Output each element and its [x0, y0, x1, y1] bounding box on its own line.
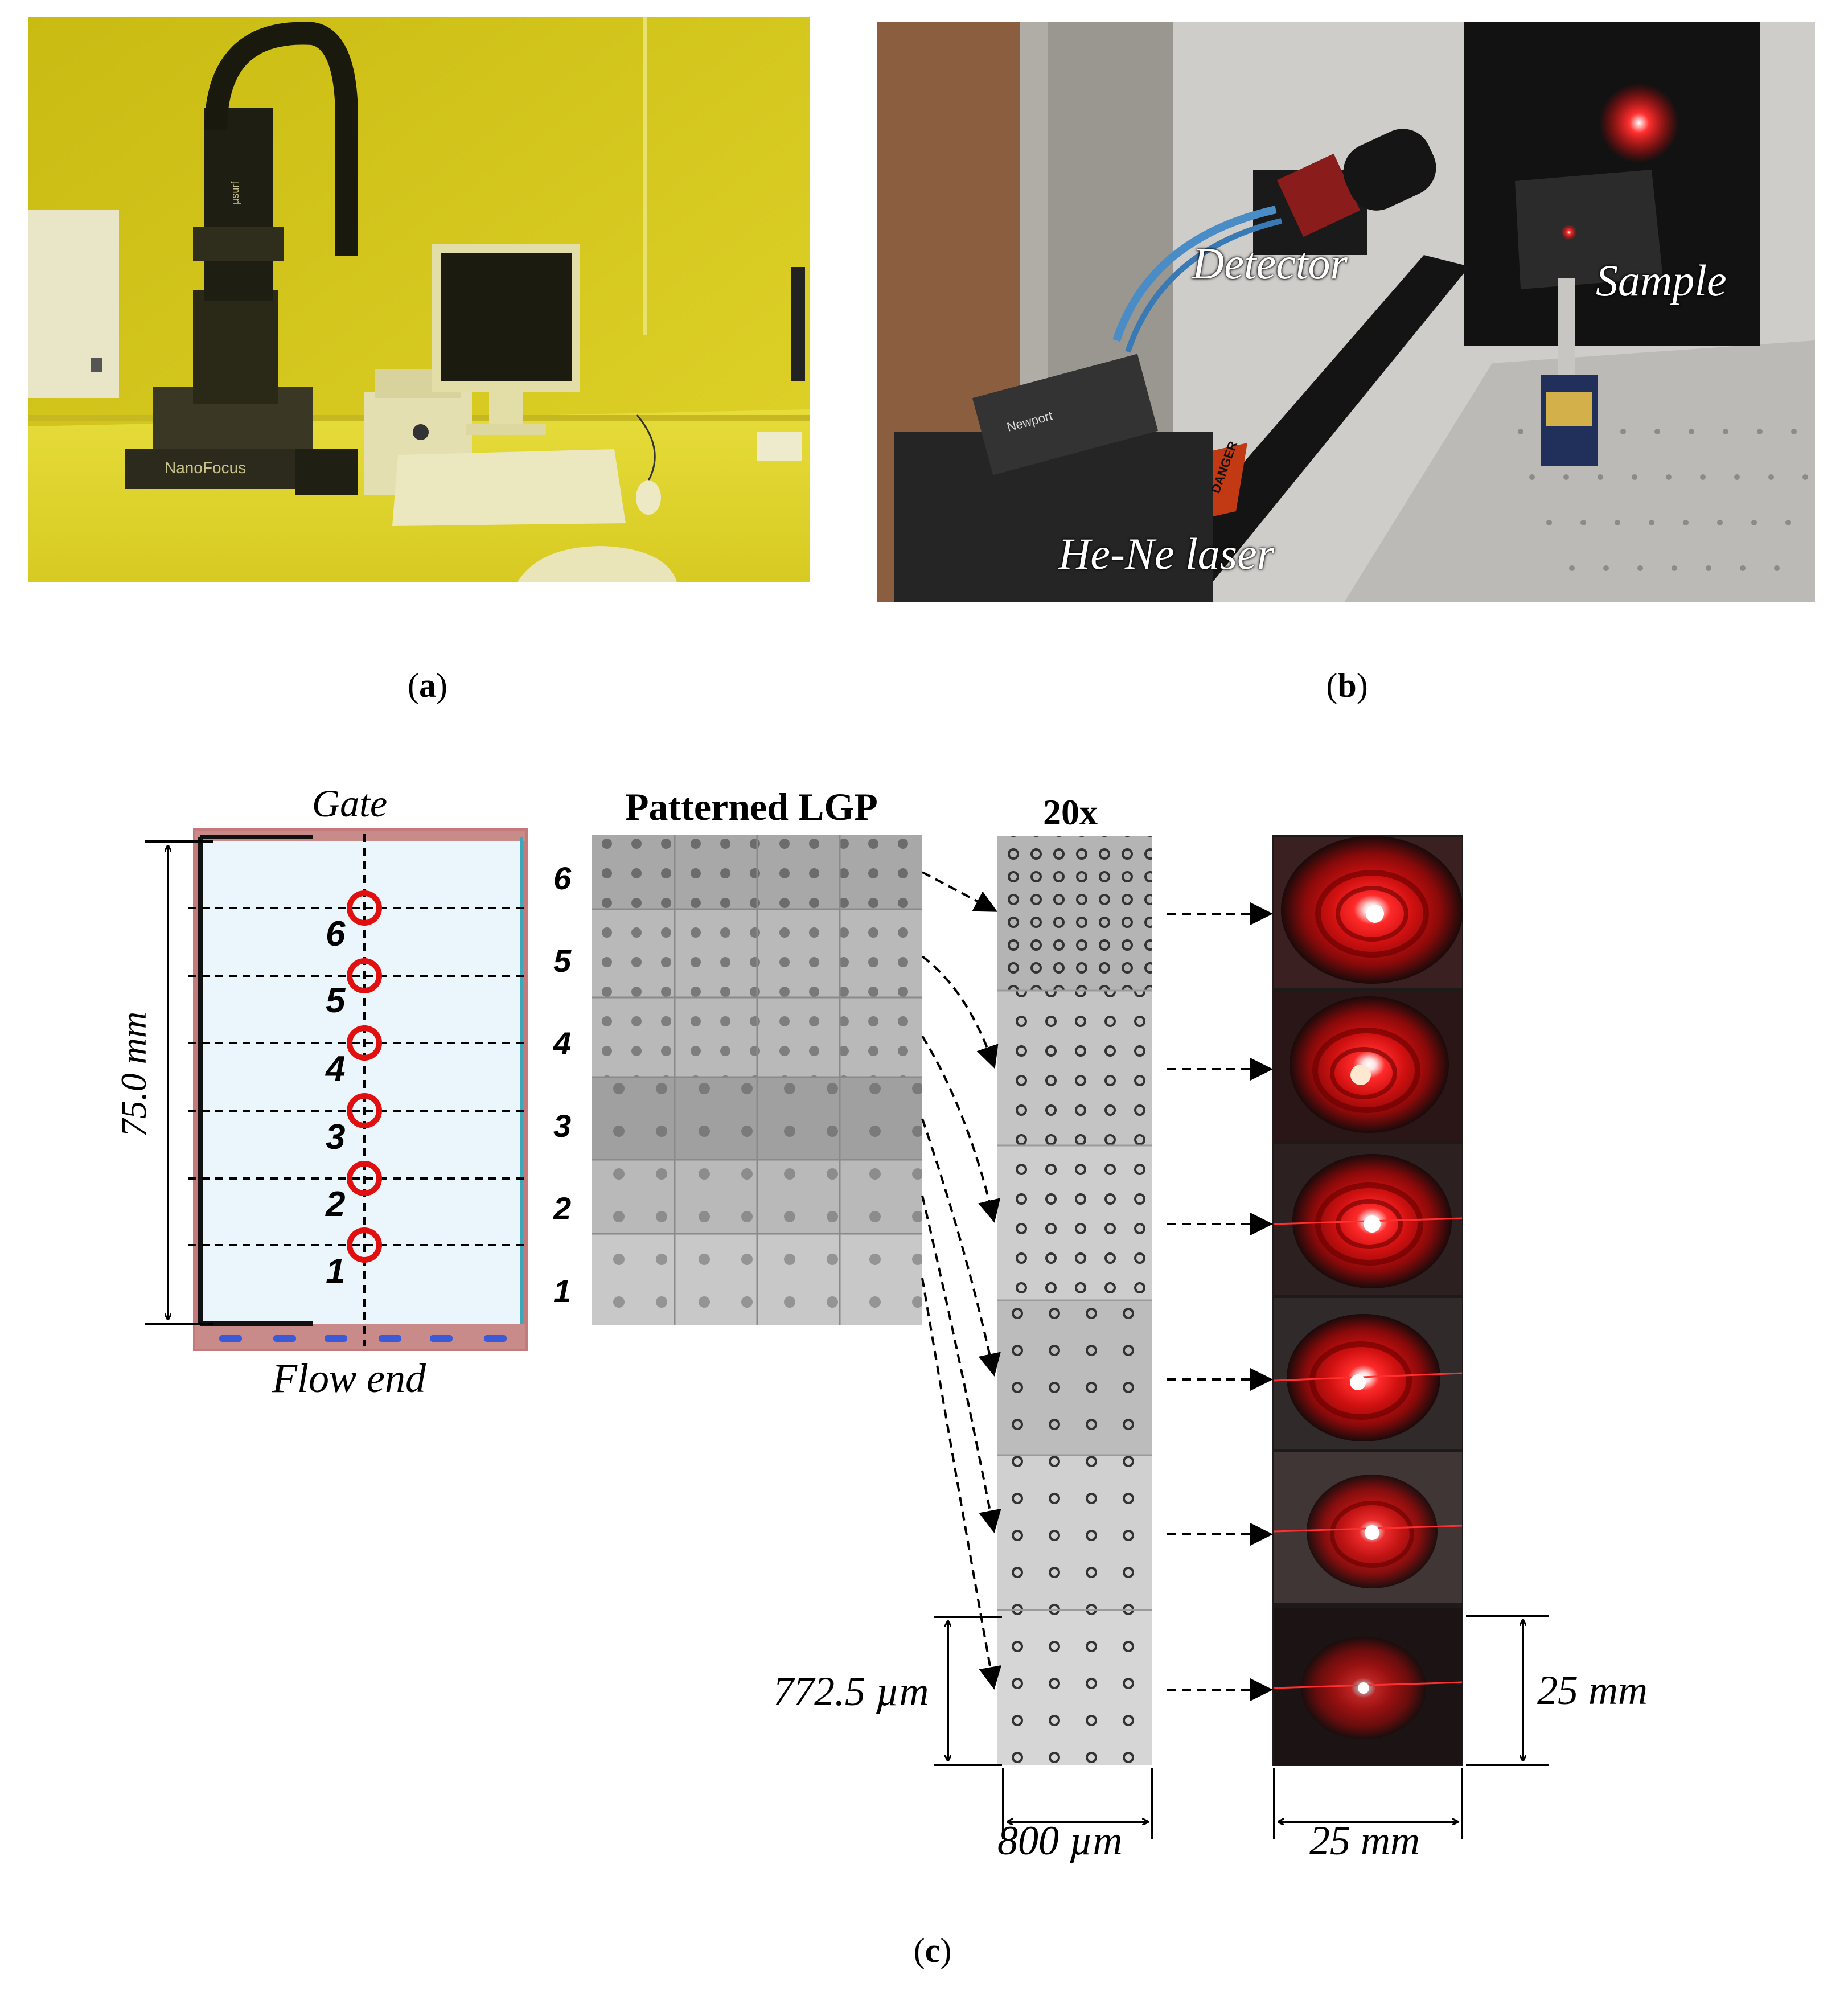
panel-a-photo: NanoFocus µsurf	[28, 17, 810, 582]
micro-width-label: 800 µm	[997, 1818, 1123, 1863]
lgp-number-3: 3	[553, 1108, 572, 1144]
mold-length-label: 75.0 mm	[113, 1011, 154, 1137]
gate-label: Gate	[312, 782, 388, 825]
micrograph-to-speckle-arrows	[1167, 902, 1273, 1701]
patterned-lgp-title: Patterned LGP	[625, 785, 878, 828]
dimension-lines	[934, 1615, 1549, 1839]
nanofocus-base	[125, 449, 324, 489]
speckle-column	[1272, 835, 1463, 1766]
mold-position-5: 5	[326, 981, 346, 1020]
lab-scene-illustration: NanoFocus µsurf	[28, 17, 810, 582]
lgp-number-4: 4	[553, 1025, 572, 1061]
caption-b: (b)	[1326, 667, 1368, 704]
mold-position-2: 2	[326, 1185, 346, 1224]
mold-position-6: 6	[326, 914, 346, 954]
detector-label: Detector	[1192, 239, 1348, 288]
speckle-width-label: 25 mm	[1309, 1818, 1420, 1863]
micro-height-label: 772.5 µm	[773, 1669, 929, 1714]
mold-position-3: 3	[326, 1118, 346, 1157]
sample-label: Sample	[1596, 256, 1727, 305]
patterned-lgp-image	[592, 835, 922, 1325]
lgp-to-micrograph-arrows	[921, 871, 1001, 1690]
lgp-number-5: 5	[553, 943, 572, 979]
laser-label: He-Ne laser	[1058, 529, 1275, 578]
optics-setup-illustration: Newport DANGER	[877, 22, 1815, 602]
lgp-number-1: 1	[553, 1273, 572, 1309]
mold-position-1: 1	[326, 1252, 346, 1291]
magnification-title: 20x	[1043, 792, 1098, 832]
optical-table-holes	[1518, 429, 1808, 571]
mold-position-4: 4	[326, 1049, 346, 1089]
lgp-number-6: 6	[553, 860, 572, 896]
sample-laser-spot	[1599, 83, 1679, 163]
speckle-height-label: 25 mm	[1537, 1668, 1648, 1713]
caption-c: (c)	[913, 1932, 952, 1969]
micrograph-column	[997, 836, 1152, 1765]
caption-a: (a)	[408, 667, 447, 704]
panel-b-photo: Newport DANGER Detector Sample He-Ne las…	[877, 22, 1815, 602]
flow-end-label: Flow end	[272, 1356, 426, 1401]
brand-label: NanoFocus	[165, 459, 246, 477]
device-label: µsurf	[229, 181, 241, 204]
lgp-number-2: 2	[553, 1190, 572, 1226]
